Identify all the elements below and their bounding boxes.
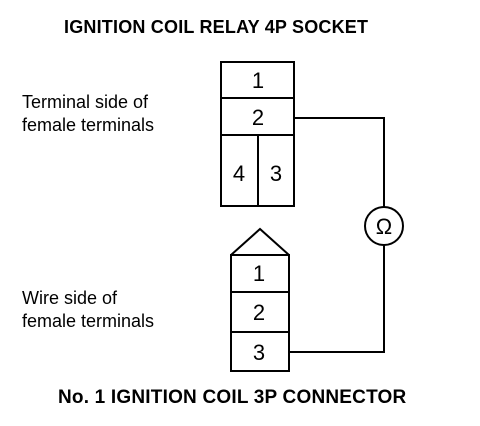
lead-to-connector-terminal-3 xyxy=(289,245,385,353)
coil-connector-title: No. 1 IGNITION COIL 3P CONNECTOR xyxy=(58,387,407,408)
connector-terminal-3: 3 xyxy=(253,340,265,365)
connector-terminal-1: 1 xyxy=(253,261,265,286)
relay-terminal-1: 1 xyxy=(252,68,264,93)
connector-latch-peak xyxy=(230,227,290,256)
meter-leads xyxy=(289,117,385,353)
connector-terminal-2: 2 xyxy=(253,300,265,325)
coil-connector-outline xyxy=(230,254,290,372)
coil-connector xyxy=(230,227,290,372)
relay-socket xyxy=(220,61,295,207)
ohm-symbol: Ω xyxy=(376,214,392,239)
ohmmeter-circle xyxy=(364,206,404,246)
terminal-side-label-line1: Terminal side of xyxy=(22,92,149,112)
ohmmeter-icon: Ω xyxy=(364,206,404,246)
relay-terminal-4: 4 xyxy=(233,161,245,186)
wire-side-label-line2: female terminals xyxy=(22,311,155,331)
terminal-side-label: Terminal side of female terminals xyxy=(22,91,154,137)
wire-side-label: Wire side of female terminals xyxy=(22,287,154,333)
lead-to-relay-terminal-2 xyxy=(294,117,385,207)
relay-socket-title: IGNITION COIL RELAY 4P SOCKET xyxy=(64,17,369,37)
relay-terminal-2: 2 xyxy=(252,105,264,130)
wire-side-label-line1: Wire side of xyxy=(22,288,118,308)
terminal-side-label-line2: female terminals xyxy=(22,115,155,135)
relay-terminal-3: 3 xyxy=(270,161,282,186)
